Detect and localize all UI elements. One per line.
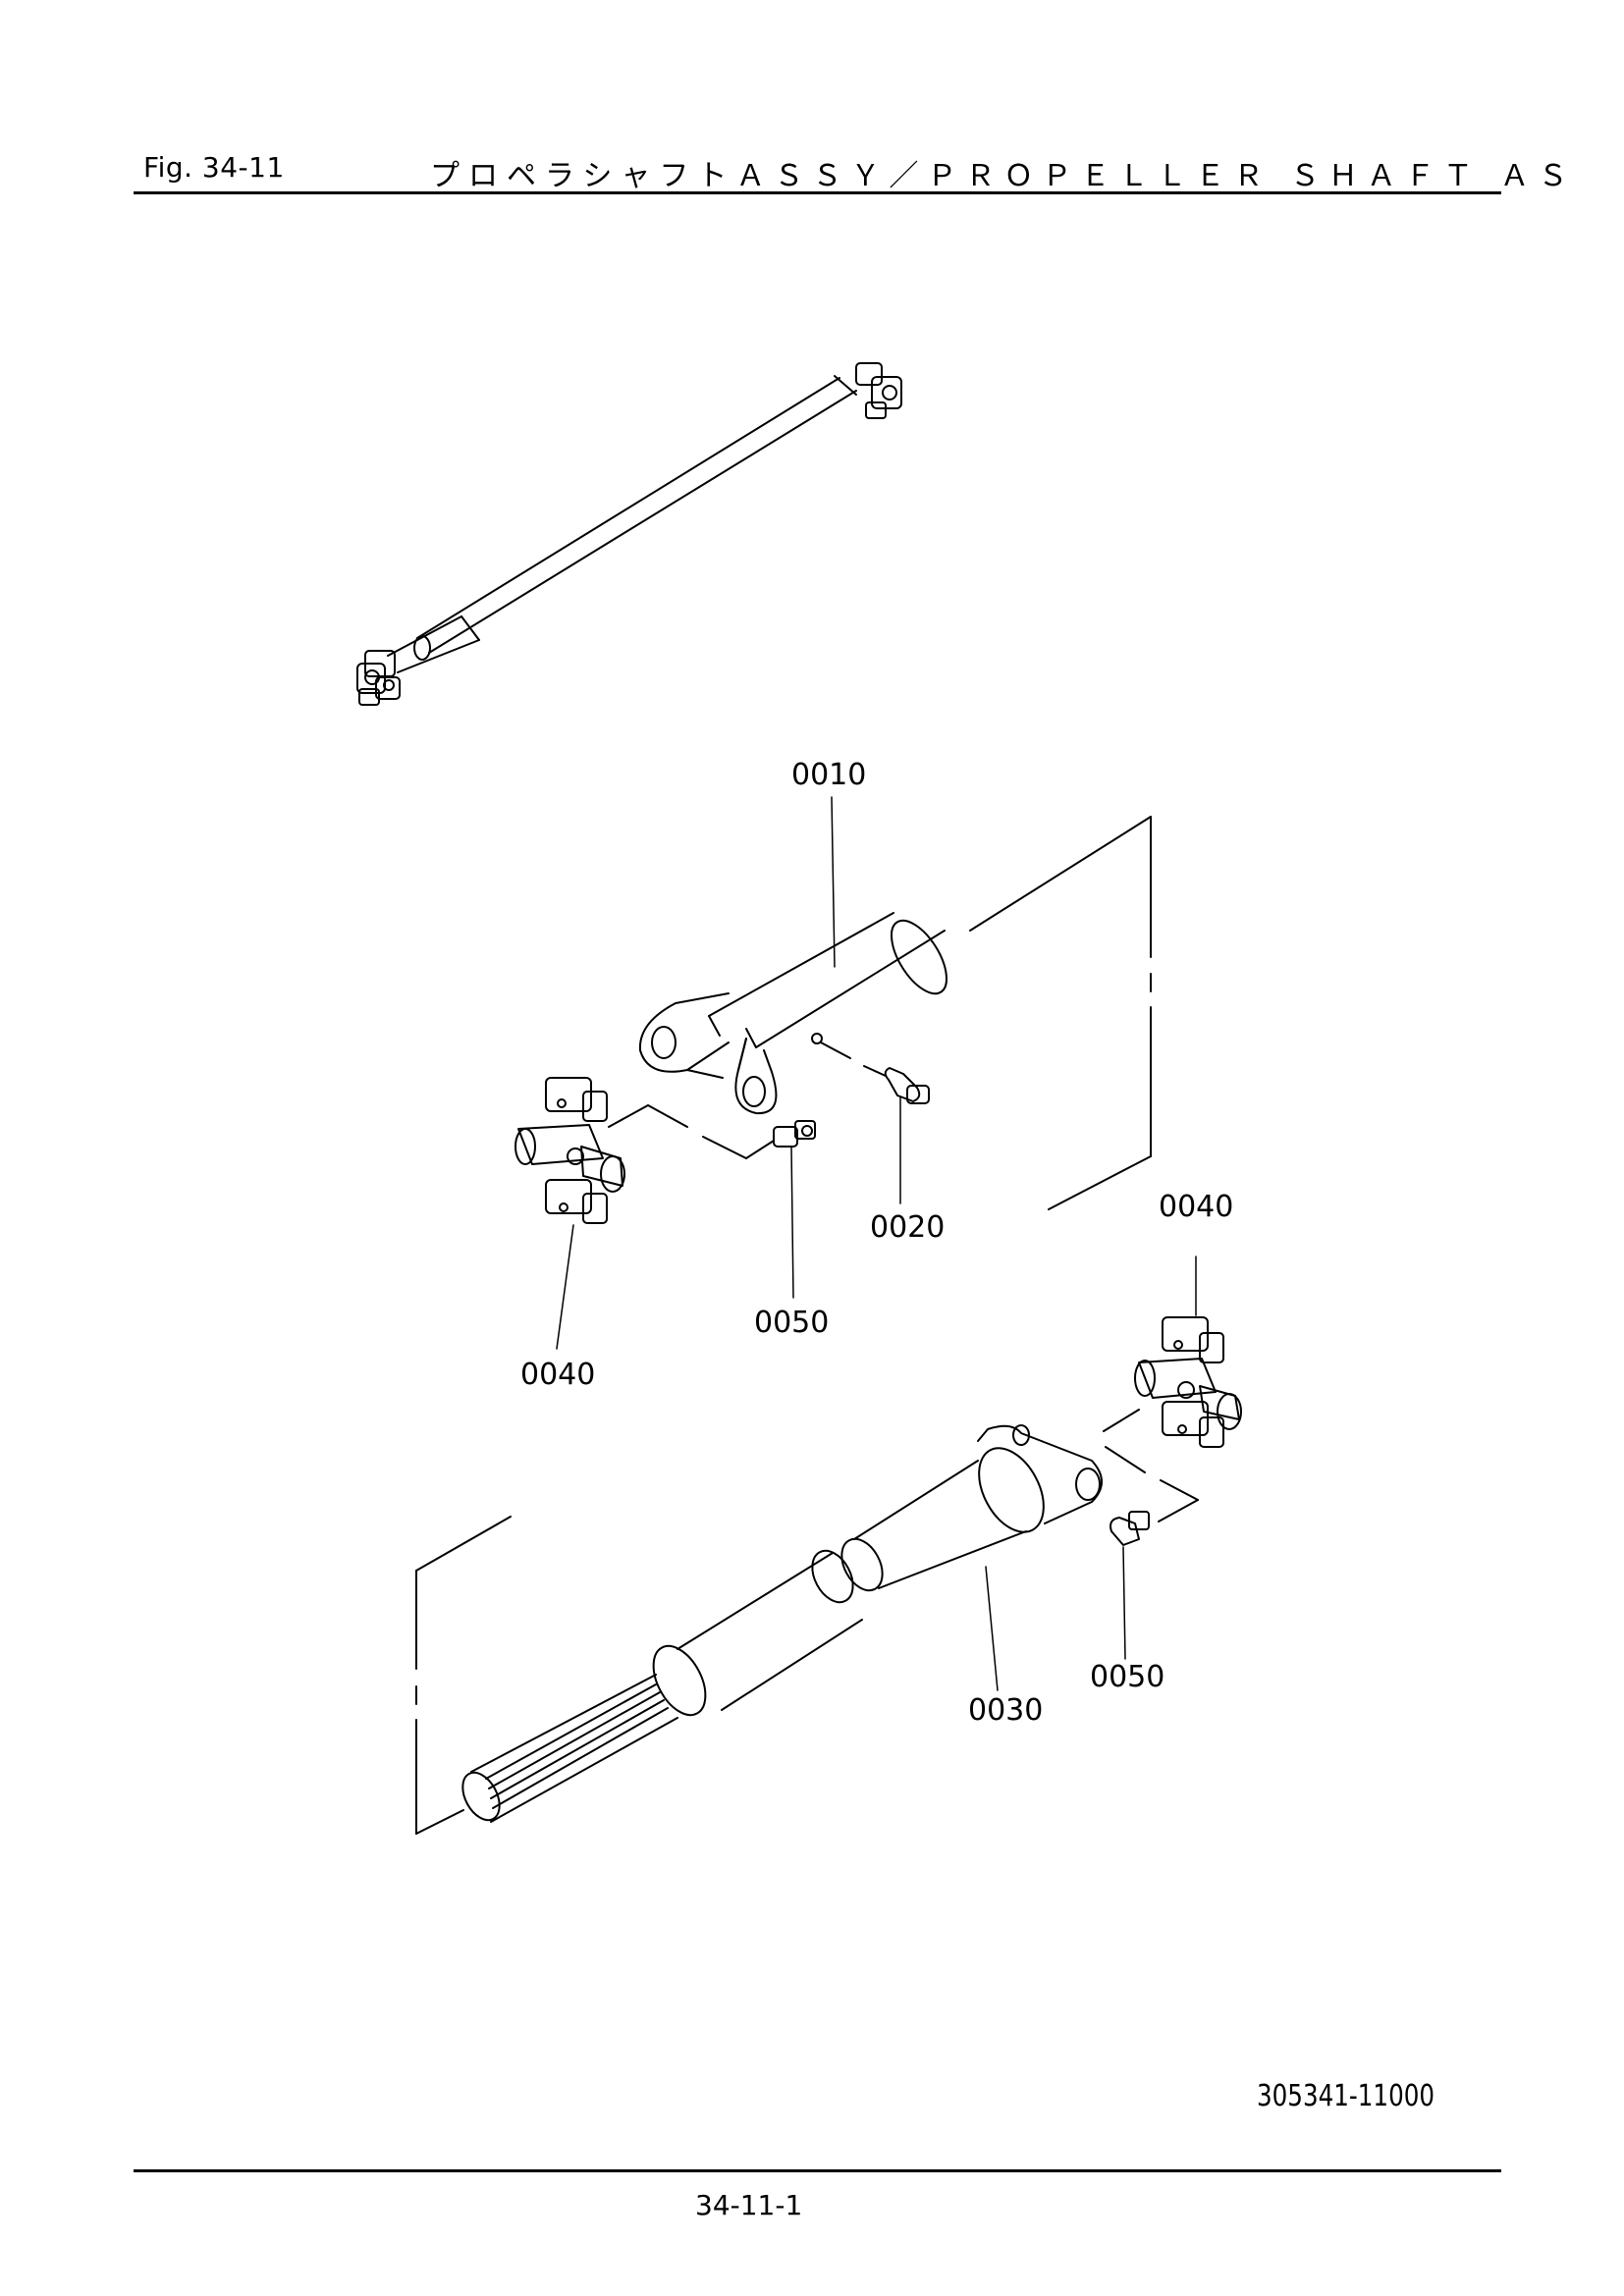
callout-0040-right: 0040	[1159, 1190, 1233, 1224]
callout-0010: 0010	[791, 758, 866, 792]
drawing-number: 305341-11000	[1257, 2079, 1435, 2113]
part-0050-right-grease-fitting	[1110, 1511, 1150, 1546]
callout-0050-left: 0050	[754, 1306, 829, 1340]
callout-0040-left: 0040	[520, 1358, 595, 1392]
header-rule	[134, 191, 1501, 194]
figure-title: プロペラシャフトＡＳＳＹ／ＰＲＯＰＥＬＬＥＲ ＳＨＡＦＴ ＡＳ	[430, 159, 1577, 193]
part-0030-slip-tube	[461, 1424, 1103, 1823]
callout-0050-right: 0050	[1090, 1660, 1164, 1694]
assembly-phantom-lines	[415, 816, 1199, 1835]
assembled-shaft-illustration	[356, 362, 902, 706]
part-0050-left-grease-fitting	[773, 1120, 816, 1148]
callout-0020: 0020	[870, 1210, 945, 1245]
part-0040-right-cross-spider	[1134, 1316, 1242, 1448]
footer-rule	[134, 2169, 1501, 2172]
part-0020-grease-fitting	[884, 1067, 930, 1104]
callout-leader-lines	[556, 796, 1197, 1691]
page-number: 34-11-1	[695, 2189, 803, 2221]
callout-0030: 0030	[968, 1693, 1043, 1728]
figure-number: Fig. 34-11	[143, 151, 285, 184]
part-0010-yoke-tube	[638, 912, 947, 1115]
part-0040-left-cross-spider	[514, 1077, 625, 1224]
